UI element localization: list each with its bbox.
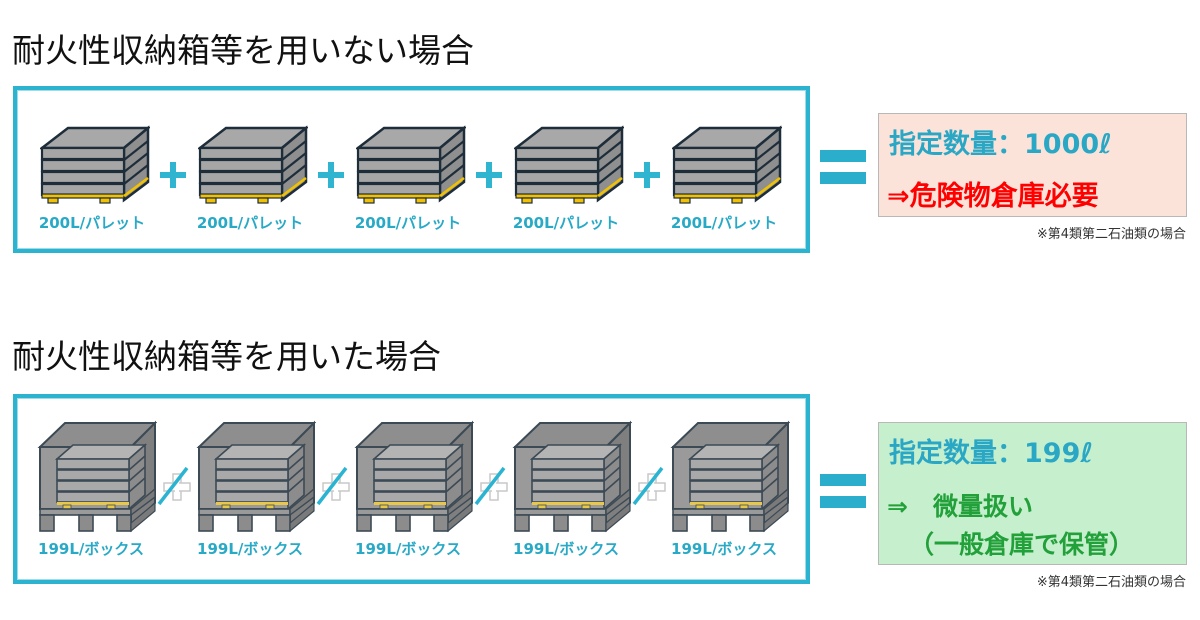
- crossed-out-plus-icon: [316, 466, 356, 510]
- pallet-item: 200L/パレット: [38, 124, 160, 234]
- pallet-stack-icon: [512, 124, 626, 208]
- pallet-item: 200L/パレット: [354, 124, 476, 234]
- designated-quantity: 指定数量：199ℓ: [889, 438, 1094, 469]
- result-conclusion-line2: （一般倉庫で保管）: [909, 530, 1135, 559]
- plus-icon: [476, 162, 502, 188]
- pallet-item: 200L/パレット: [670, 124, 792, 234]
- section-title-without-box: 耐火性収納箱等を用いない場合: [12, 31, 474, 70]
- fireproof-box-icon: [670, 419, 791, 538]
- footnote: ※第4類第二石油類の場合: [1036, 227, 1186, 242]
- item-label: 199L/ボックス: [38, 540, 144, 558]
- box-item: 199L/ボックス: [670, 419, 791, 559]
- result-conclusion-line1: ⇒ 微量扱い: [887, 492, 1033, 521]
- item-label: 200L/パレット: [512, 214, 620, 232]
- crossed-out-plus-icon: [474, 466, 514, 510]
- section-title-with-box: 耐火性収納箱等を用いた場合: [12, 337, 441, 376]
- result-box-ok: 指定数量：199ℓ ⇒ 微量扱い （一般倉庫で保管）: [878, 422, 1187, 565]
- fireproof-box-icon: [37, 419, 158, 538]
- plus-icon: [318, 162, 344, 188]
- crossed-out-plus-icon: [632, 466, 672, 510]
- fireproof-box-icon: [512, 419, 633, 538]
- box-item: 199L/ボックス: [37, 419, 158, 559]
- box-item: 199L/ボックス: [512, 419, 633, 559]
- pallet-stack-icon: [196, 124, 310, 208]
- equals-icon: [820, 474, 866, 510]
- pallet-stack-icon: [354, 124, 468, 208]
- fireproof-box-icon: [354, 419, 475, 538]
- item-label: 199L/ボックス: [513, 540, 619, 558]
- pallet-stack-icon: [38, 124, 152, 208]
- plus-icon: [634, 162, 660, 188]
- footnote: ※第4類第二石油類の場合: [1036, 575, 1186, 590]
- item-label: 199L/ボックス: [197, 540, 303, 558]
- fireproof-box-icon: [196, 419, 317, 538]
- item-label: 200L/パレット: [354, 214, 462, 232]
- pallet-item: 200L/パレット: [196, 124, 318, 234]
- plus-icon: [160, 162, 186, 188]
- crossed-out-plus-icon: [157, 466, 197, 510]
- pallet-stack-icon: [670, 124, 784, 208]
- result-conclusion: ⇒危険物倉庫必要: [887, 181, 1099, 212]
- item-label: 199L/ボックス: [355, 540, 461, 558]
- box-item: 199L/ボックス: [196, 419, 317, 559]
- item-label: 199L/ボックス: [671, 540, 777, 558]
- item-label: 200L/パレット: [670, 214, 778, 232]
- result-box-danger: 指定数量：1000ℓ ⇒危険物倉庫必要: [878, 113, 1187, 217]
- equals-icon: [820, 150, 866, 186]
- designated-quantity: 指定数量：1000ℓ: [889, 129, 1112, 160]
- pallet-item: 200L/パレット: [512, 124, 634, 234]
- item-label: 200L/パレット: [38, 214, 146, 232]
- item-label: 200L/パレット: [196, 214, 304, 232]
- box-item: 199L/ボックス: [354, 419, 475, 559]
